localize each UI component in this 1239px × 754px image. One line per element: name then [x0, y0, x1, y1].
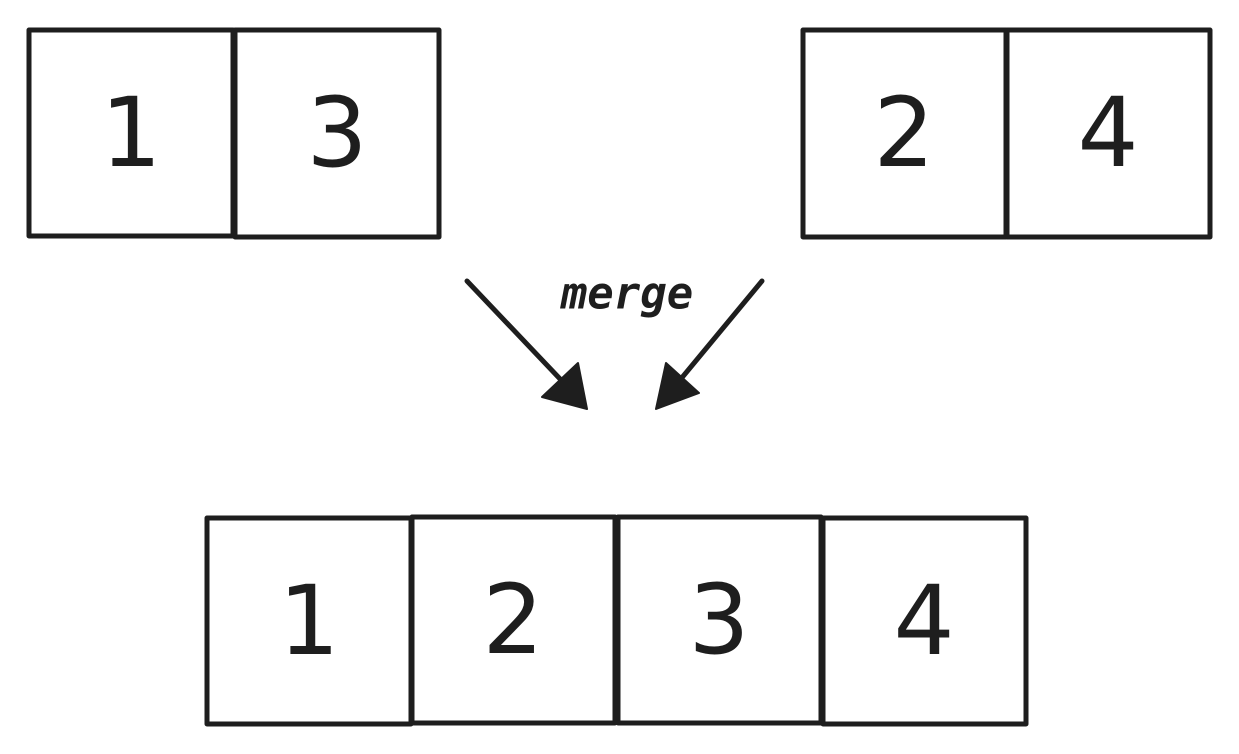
- array-cell: 4: [820, 515, 1029, 727]
- cell-value: 3: [688, 564, 749, 676]
- cell-value: 1: [278, 565, 339, 677]
- array-cell: 3: [615, 514, 824, 726]
- cell-value: 2: [482, 564, 543, 676]
- cell-value: 3: [306, 77, 367, 189]
- array-cell: 4: [1004, 27, 1213, 240]
- cell-value: 2: [873, 77, 934, 189]
- array-cell: 2: [409, 514, 618, 726]
- array-cell: 2: [800, 27, 1009, 240]
- left-merge-arrow: [464, 278, 588, 410]
- arrowhead-icon: [655, 362, 700, 410]
- left-array: 1 3: [26, 27, 442, 240]
- cell-value: 4: [1077, 77, 1138, 189]
- array-cell: 3: [232, 27, 442, 240]
- array-cell: 1: [26, 27, 236, 239]
- cell-value: 4: [893, 565, 954, 677]
- merge-label: merge: [560, 269, 693, 320]
- cell-value: 1: [100, 77, 161, 189]
- array-cell: 1: [204, 515, 414, 727]
- arrowhead-icon: [541, 362, 588, 410]
- right-array: 2 4: [800, 27, 1213, 240]
- right-merge-arrow: [655, 278, 765, 410]
- merged-array: 1 2 3 4: [204, 514, 1029, 727]
